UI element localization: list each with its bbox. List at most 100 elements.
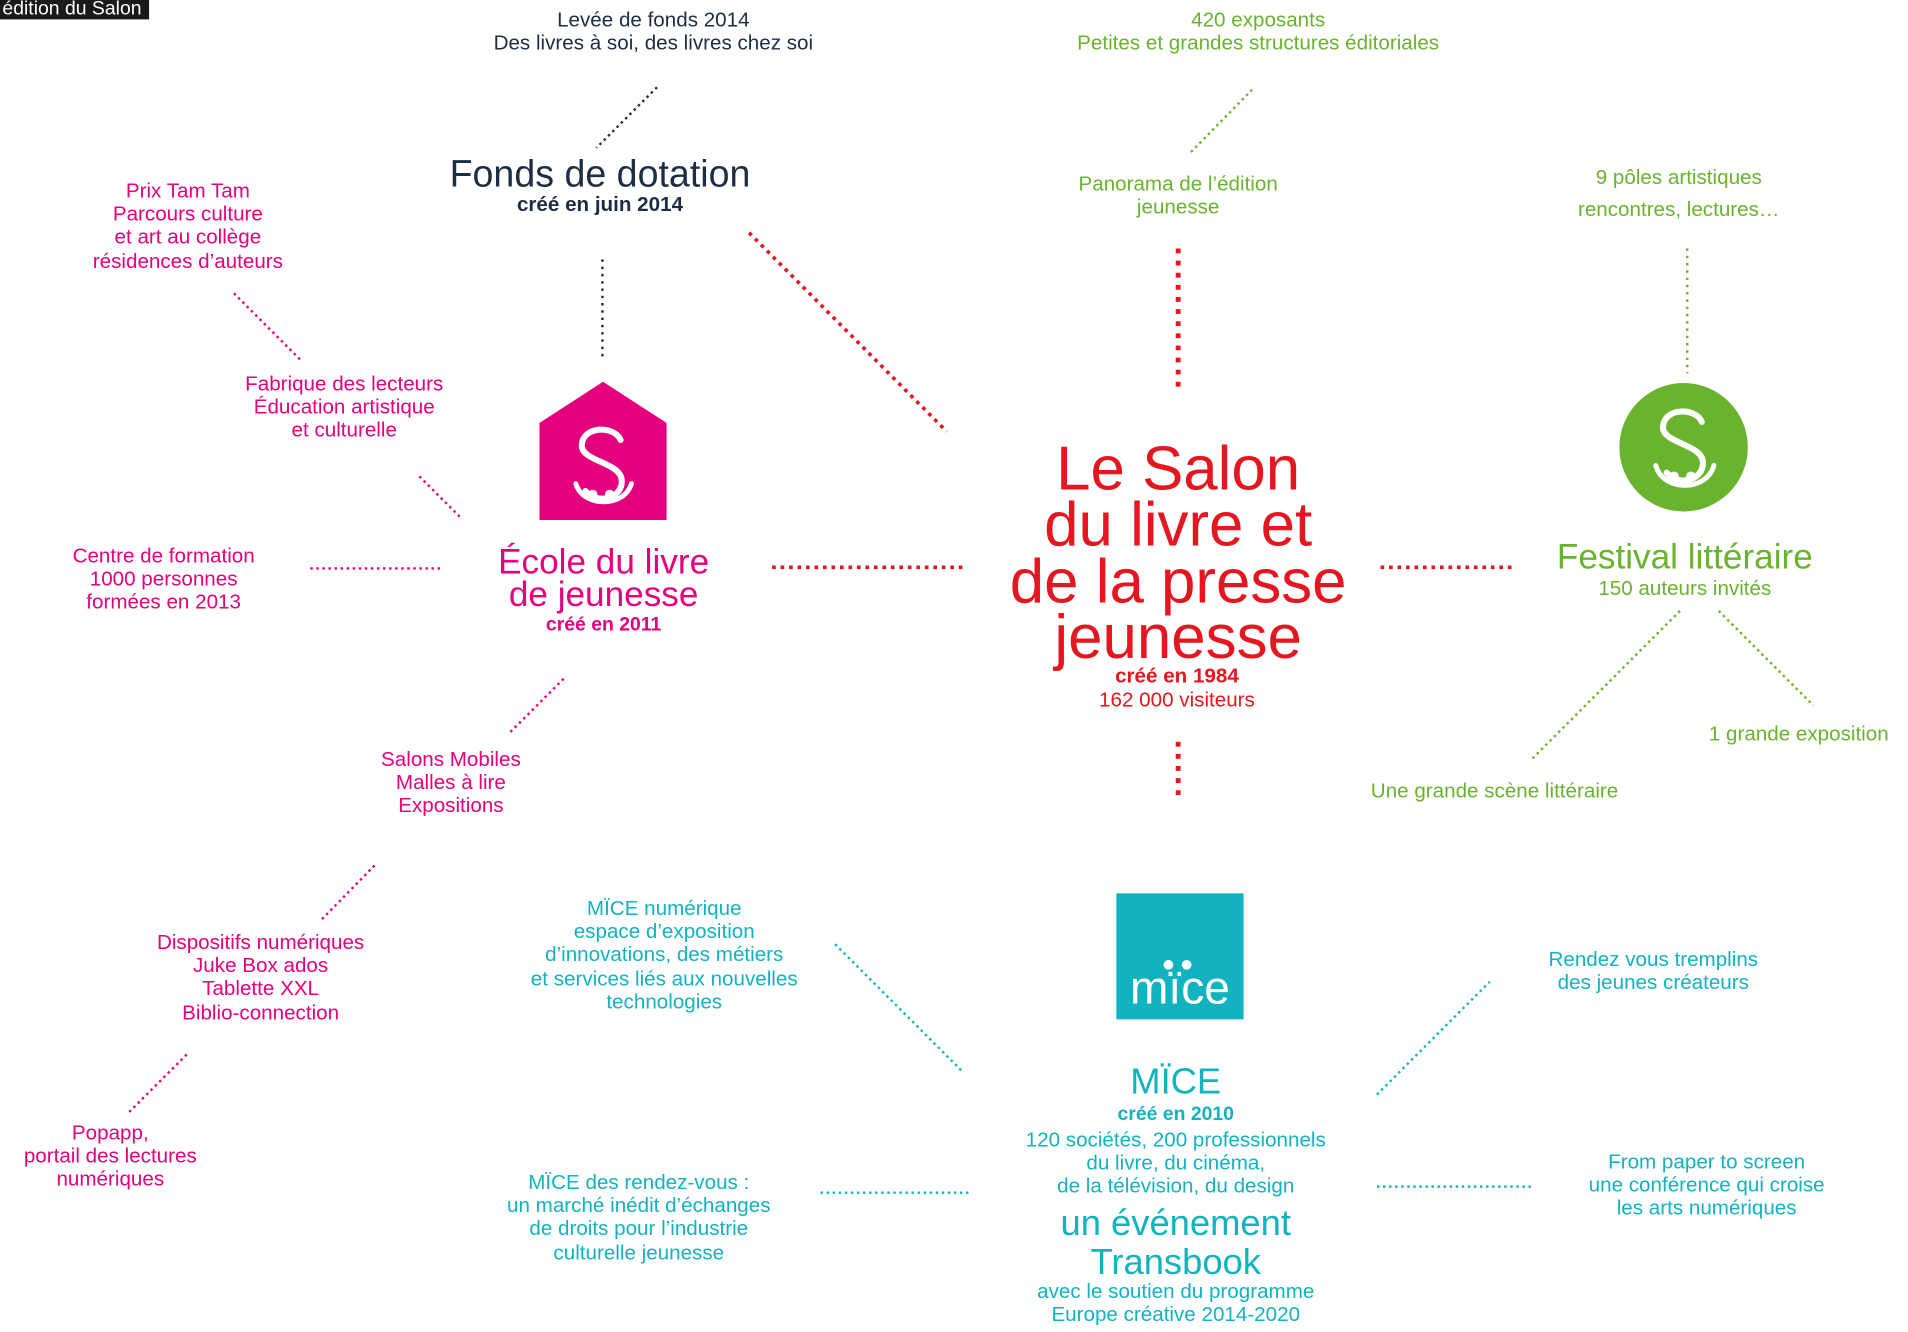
ecole-title-line: de jeunesse (508, 575, 699, 615)
popapp-line: portail des lectures (23, 1144, 197, 1168)
fonds-created: créé en juin 2014 (516, 192, 684, 216)
mice-title: MÏCE (1130, 1061, 1222, 1102)
ecole-title: École du livre de jeunesse (446, 543, 761, 615)
center-title-line: Le Salon (1056, 433, 1301, 504)
mice-logo-text: mïce (1130, 963, 1230, 1015)
fonds-top-line: Levée de fonds 2014 (557, 8, 750, 32)
centre-line: formées en 2013 (86, 590, 241, 614)
festival-title: Festival littéraire (1556, 538, 1813, 577)
fonds-top-text: Levée de fonds 2014 Des livres à soi, de… (435, 8, 871, 55)
ecole-title-line: École du livre (498, 543, 710, 582)
centre-line: 1000 personnes (89, 567, 238, 591)
mice-paper-text: From paper to screen une conférence qui … (1561, 1150, 1852, 1220)
connector-festival-expo (1717, 610, 1815, 707)
connector-salons-dispositifs (319, 864, 376, 923)
edition-badge-label: édition du Salon (2, 0, 142, 20)
fonds-title: Fonds de dotation (449, 152, 751, 196)
mice-logo-icon: mïce (1116, 893, 1244, 1020)
circle-s-logo-icon (1619, 383, 1748, 512)
mice-support-line: avec le soutien du programme (1037, 1279, 1315, 1304)
mice-numerique-line: MÏCE numérique (586, 896, 742, 920)
salons-line: Salons Mobiles (381, 747, 521, 771)
connector-ecole-salons (507, 677, 565, 736)
exposants-line: 420 exposants (1191, 8, 1326, 32)
connector-fabrique-ecole (418, 475, 462, 519)
centre-text: Centre de formation 1000 personnes formé… (24, 544, 303, 614)
mice-paper-line: une conférence qui croise (1588, 1173, 1825, 1197)
festival-scene: Une grande scène littéraire (1370, 779, 1619, 803)
dispositifs-line: Biblio-connection (182, 1000, 340, 1024)
center-title: Le Salon du livre et de la presse jeunes… (960, 433, 1396, 672)
fabrique-line: Fabrique des lecteurs (245, 372, 444, 396)
connector-exposants-panorama (1189, 88, 1253, 154)
mice-support-line: Europe créative 2014-2020 (1051, 1303, 1301, 1327)
center-created: créé en 1984 (1115, 664, 1239, 688)
exposants-text: 420 exposants Petites et grandes structu… (1016, 8, 1501, 55)
mice-support-text: avec le soutien du programme Europe créa… (1006, 1280, 1345, 1327)
dispositifs-line: Tablette XXL (202, 977, 320, 1001)
fabrique-line: et culturelle (291, 418, 397, 442)
mice-tremplins-line: Rendez vous tremplins (1548, 947, 1759, 971)
mice-info-line: de la télévision, du design (1057, 1175, 1295, 1199)
salons-text: Salons Mobiles Malles à lire Expositions (342, 748, 560, 818)
center-title-line: jeunesse (1054, 602, 1302, 672)
mice-numerique-text: MÏCE numérique espace d’exposition d’inn… (507, 897, 822, 1013)
center-visitors: 162 000 visiteurs (1099, 688, 1255, 712)
festival-expo: 1 grande exposition (1708, 722, 1889, 746)
connector-prix-fabrique (233, 292, 303, 363)
panorama-line: jeunesse (1136, 195, 1220, 219)
dispositifs-text: Dispositifs numériques Juke Box ados Tab… (121, 931, 400, 1024)
mice-tremplins-text: Rendez vous tremplins des jeunes créateu… (1520, 948, 1787, 995)
mice-event-text: un événement Transbook (1018, 1205, 1333, 1281)
center-title-line: du livre et (1044, 490, 1313, 560)
ecole-created: créé en 2011 (545, 614, 662, 636)
mice-paper-line: From paper to screen (1608, 1150, 1806, 1174)
prix-line: Parcours culture (112, 202, 263, 226)
mice-event-line: un événement (1060, 1203, 1291, 1244)
salons-line: Expositions (398, 794, 504, 818)
mice-info-line: du livre, du cinéma, (1086, 1151, 1266, 1175)
prix-line: Prix Tam Tam (125, 179, 250, 203)
mice-rdv-line: de droits pour l’industrie (529, 1217, 749, 1241)
prix-text: Prix Tam Tam Parcours culture et art au … (48, 179, 327, 272)
mice-created: créé en 2010 (1117, 1104, 1234, 1125)
mice-info-text: 120 sociétés, 200 professionnels du livr… (994, 1128, 1358, 1198)
prix-line: et art au collège (114, 225, 262, 249)
fabrique-text: Fabrique des lecteurs Éducation artistiq… (199, 372, 490, 442)
center-title-line: de la presse (1009, 546, 1347, 616)
mice-event-line: Transbook (1090, 1241, 1261, 1282)
popapp-line: Popapp, (71, 1121, 149, 1145)
dispositifs-line: Juke Box ados (193, 954, 329, 978)
poles-line: 9 pôles artistiques (1595, 166, 1762, 190)
mice-numerique-line: espace d’exposition (573, 920, 755, 944)
panorama-line: Panorama de l’édition (1078, 172, 1278, 196)
mice-tremplins-line: des jeunes créateurs (1557, 971, 1749, 995)
connector-festival-scene (1531, 610, 1681, 760)
festival-authors: 150 auteurs invités (1598, 576, 1772, 600)
poles-line: rencontres, lectures… (1577, 197, 1780, 222)
mice-rdv-line: MÏCE des rendez-vous : (528, 1170, 750, 1194)
connector-numerique-mice (834, 943, 963, 1072)
mice-numerique-line: et services liés aux nouvelles (530, 966, 798, 990)
mice-logo-dots (1163, 959, 1192, 970)
poles-text: 9 pôles artistiques rencontres, lectures… (1539, 162, 1818, 226)
fonds-top-line: Des livres à soi, des livres chez soi (493, 31, 814, 55)
mice-rdv-line: culturelle jeunesse (553, 1240, 725, 1264)
edition-badge: édition du Salon (0, 0, 149, 20)
fabrique-line: Éducation artistique (253, 395, 435, 419)
mice-paper-line: les arts numériques (1616, 1196, 1797, 1220)
connector-fonds-center (747, 231, 948, 433)
mice-numerique-line: technologies (606, 990, 723, 1014)
connector-mice-tremplins (1376, 980, 1491, 1096)
panorama-text: Panorama de l’édition jeunesse (1021, 172, 1336, 219)
prix-line: résidences d’auteurs (92, 249, 283, 273)
connector-fonds-top (595, 86, 658, 149)
centre-line: Centre de formation (72, 544, 255, 568)
dispositifs-line: Dispositifs numériques (156, 930, 365, 954)
salons-line: Malles à lire (395, 771, 506, 795)
mice-rdv-line: un marché inédit d’échanges (507, 1194, 771, 1218)
mice-rdv-text: MÏCE des rendez-vous : un marché inédit … (475, 1171, 802, 1264)
